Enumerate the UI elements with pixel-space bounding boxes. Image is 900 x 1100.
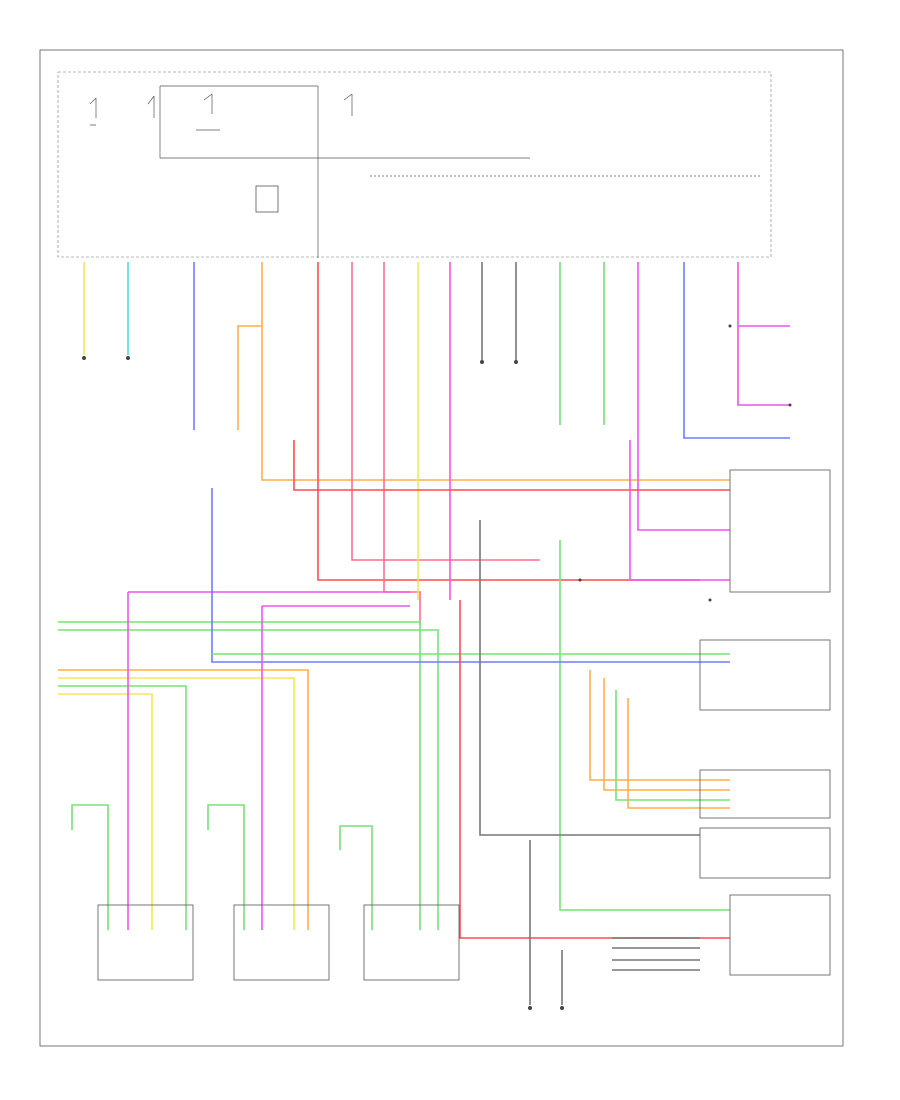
wire-red-2 xyxy=(293,440,730,491)
passenger-door-module xyxy=(699,827,831,879)
wire-orange-h1 xyxy=(58,669,309,930)
driver-door-module xyxy=(729,894,831,976)
wire-pink-red-2 xyxy=(351,262,540,561)
wire-red-v xyxy=(459,600,730,939)
ground-points xyxy=(82,324,792,1010)
wire-green-h4 xyxy=(58,685,187,930)
liftgate-switch xyxy=(363,904,460,981)
middle-wires xyxy=(58,488,730,1005)
diagram-frame xyxy=(39,49,844,1047)
wire-gray-3 xyxy=(479,520,700,836)
wire-blue-h xyxy=(211,488,730,663)
wire-yellow-h2 xyxy=(58,693,153,930)
wire-magenta-3 xyxy=(637,262,730,531)
wire-green-1 xyxy=(559,262,730,911)
wire-red-main xyxy=(317,262,700,581)
right-rear-switch xyxy=(97,904,194,981)
left-rear-switch xyxy=(233,904,330,981)
wire-green-v2 xyxy=(615,690,730,801)
wire-green-short3 xyxy=(339,825,373,930)
wire-blue-2 xyxy=(683,262,790,439)
wire-orange-v3 xyxy=(627,698,730,809)
wire-green-short2 xyxy=(207,804,245,930)
upper-wires xyxy=(83,262,790,911)
wire-orange-v2 xyxy=(603,678,730,791)
wire-gray-6 xyxy=(612,937,700,971)
passenger-door-switch xyxy=(699,639,831,819)
wire-magenta-4 xyxy=(737,262,790,406)
driver-door-switch xyxy=(729,469,831,593)
wire-orange-branch xyxy=(237,325,262,430)
wire-magenta-5 xyxy=(629,440,730,581)
wire-green-h2 xyxy=(58,629,439,930)
wire-green-short1 xyxy=(71,804,109,930)
top-module xyxy=(57,71,772,258)
wire-pink-red-3 xyxy=(383,262,421,625)
wire-green-h1 xyxy=(58,621,421,930)
wire-yellow-h1 xyxy=(58,677,295,930)
wire-orange-1 xyxy=(261,262,730,481)
wire-magenta-v2 xyxy=(261,605,410,930)
wire-orange-v xyxy=(589,670,730,781)
